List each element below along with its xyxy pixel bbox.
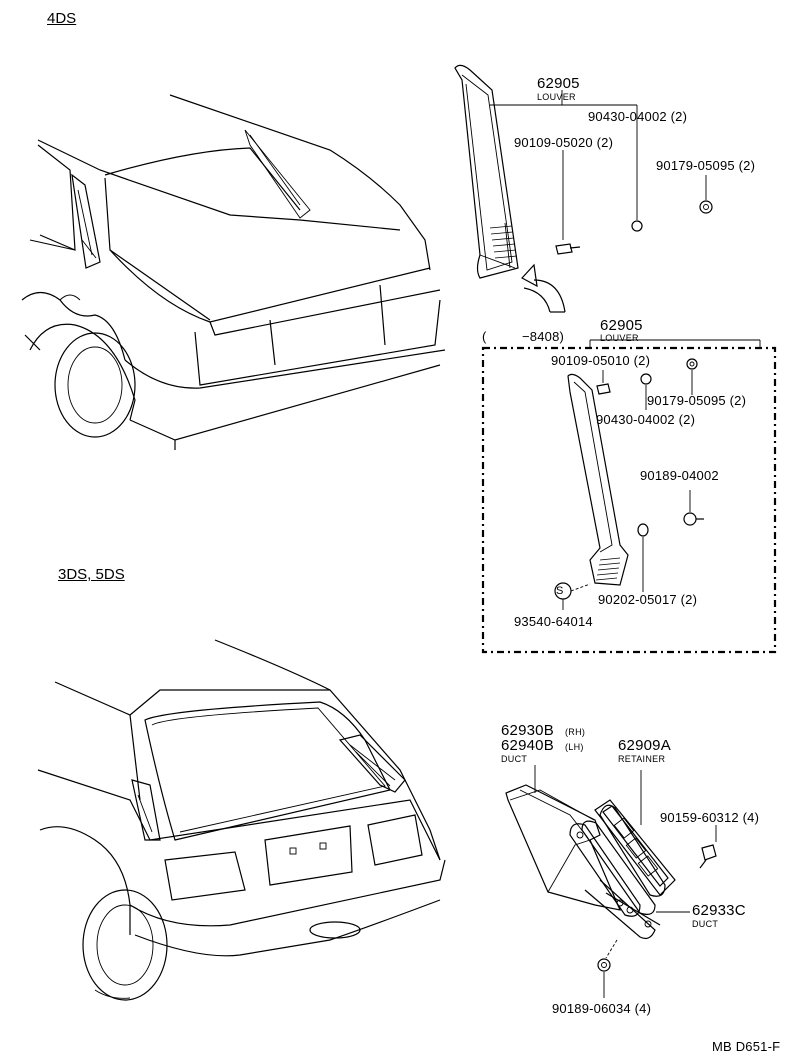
part-number-louver-top: 62905: [537, 75, 580, 92]
range-paren-open: (: [482, 329, 487, 344]
part-label-90430-04002-top: 90430-04002 (2): [588, 109, 688, 124]
fasteners-top: [555, 200, 713, 255]
side-mark-lh: (LH): [565, 742, 584, 752]
range-label-8408: −8408): [522, 329, 565, 344]
part-label-90179-05095-top: 90179-05095 (2): [656, 158, 756, 173]
part-label-90179-05095-mid: 90179-05095 (2): [647, 393, 747, 408]
part-name-duct: DUCT: [501, 754, 528, 764]
part-label-90189-06034: 90189-06034 (4): [552, 1001, 652, 1016]
direction-arrow: [521, 263, 566, 313]
s-marker-glyph: S: [556, 585, 564, 597]
part-label-90189-04002: 90189-04002: [640, 468, 719, 483]
part-name-duct-62933c: DUCT: [692, 919, 719, 929]
part-label-90430-04002-mid: 90430-04002 (2): [596, 412, 696, 427]
section-title-3ds-5ds: 3DS, 5DS: [58, 566, 125, 583]
part-number-duct-rh: 62930B: [501, 722, 554, 739]
drawing-id: MB D651-F: [712, 1039, 781, 1054]
leader-lines-top: [490, 90, 707, 240]
part-label-90109-05020: 90109-05020 (2): [514, 135, 614, 150]
duct-assembly-part: [505, 784, 717, 972]
fasteners-mid: [554, 358, 704, 610]
part-number-duct-62933c: 62933C: [692, 902, 746, 919]
louver-8408-part: [567, 373, 629, 586]
section-title-4ds: 4DS: [47, 10, 77, 27]
side-mark-rh: (RH): [565, 727, 586, 737]
range-box-8408: [481, 339, 777, 654]
part-name-retainer: RETAINER: [618, 754, 666, 764]
part-label-90159-60312: 90159-60312 (4): [660, 810, 760, 825]
part-label-93540-64014: 93540-64014: [514, 614, 593, 629]
part-label-90202-05017: 90202-05017 (2): [598, 592, 698, 607]
part-name-louver-top: LOUVER: [537, 92, 576, 102]
hatchback-rear-illustration: [37, 639, 446, 1001]
part-label-90109-05010: 90109-05010 (2): [551, 353, 651, 368]
part-number-louver-mid: 62905: [600, 317, 643, 334]
sedan-rear-illustration: [21, 94, 446, 450]
part-number-retainer: 62909A: [618, 737, 671, 754]
leader-lines-bottom: [534, 765, 717, 998]
part-name-louver-mid: LOUVER: [600, 333, 639, 343]
part-number-duct-lh: 62940B: [501, 737, 554, 754]
louver-4ds-part: [454, 64, 519, 279]
